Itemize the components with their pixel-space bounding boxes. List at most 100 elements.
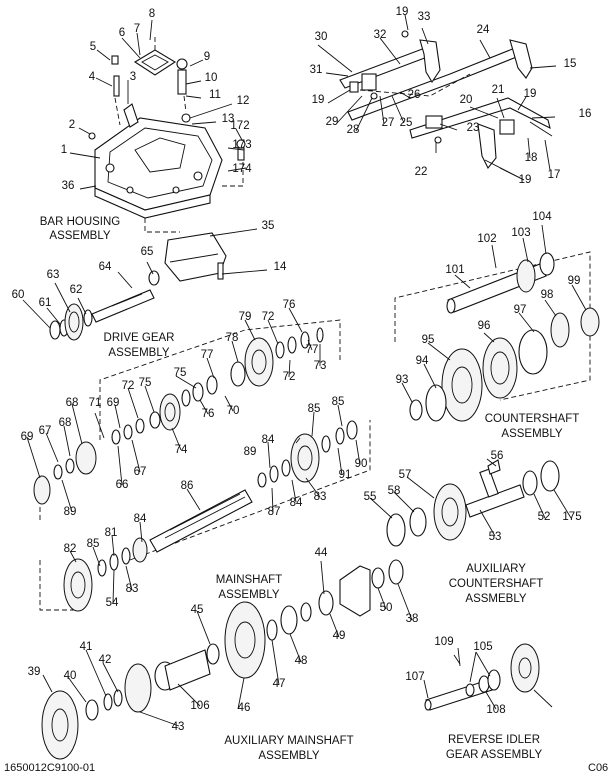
- callout-5: 5: [90, 41, 96, 53]
- callout-55: 55: [364, 491, 377, 503]
- callout-61: 61: [39, 297, 52, 309]
- callout-48: 48: [295, 655, 308, 667]
- callout-26: 26: [408, 89, 421, 101]
- callout-7: 7: [134, 23, 140, 35]
- callout-29: 29: [326, 116, 339, 128]
- callout-17: 17: [548, 169, 561, 181]
- callout-28: 28: [347, 124, 360, 136]
- drawing-number: 1650012C9100-01: [4, 762, 95, 774]
- callout-104: 104: [532, 211, 552, 223]
- callout-174: 174: [232, 163, 252, 175]
- callout-19: 19: [396, 6, 409, 18]
- callout-82: 82: [64, 543, 77, 555]
- caption-mainshaft-line1: MAINSHAFT: [216, 574, 282, 586]
- callout-85: 85: [308, 403, 321, 415]
- callout-20: 20: [460, 94, 473, 106]
- callout-9: 9: [204, 51, 210, 63]
- aux-countershaft-illustration: [386, 459, 560, 547]
- callout-102: 102: [477, 233, 496, 245]
- callout-45: 45: [191, 604, 204, 616]
- callout-30: 30: [315, 31, 328, 43]
- callout-96: 96: [478, 320, 491, 332]
- callout-13: 13: [222, 113, 235, 125]
- callout-69: 69: [21, 431, 34, 443]
- callout-109: 109: [434, 636, 453, 648]
- callout-33: 33: [418, 11, 431, 23]
- callout-12: 12: [237, 95, 250, 107]
- callout-101: 101: [445, 264, 464, 276]
- callout-74: 74: [175, 444, 188, 456]
- callout-16: 16: [579, 108, 592, 120]
- callout-68: 68: [66, 397, 79, 409]
- callout-72: 72: [262, 311, 275, 323]
- callout-72: 72: [283, 371, 296, 383]
- callout-76: 76: [283, 299, 296, 311]
- callout-173: 173: [232, 139, 251, 151]
- callout-93: 93: [396, 374, 409, 386]
- callout-56: 56: [491, 450, 504, 462]
- callout-65: 65: [141, 246, 154, 258]
- caption-drive-gear-line2: ASSEMBLY: [108, 347, 169, 359]
- callout-84: 84: [134, 513, 147, 525]
- callout-42: 42: [99, 654, 112, 666]
- caption-aux-countershaft-line3: ASSMEBLY: [465, 593, 526, 605]
- callout-49: 49: [333, 630, 346, 642]
- caption-aux-mainshaft-line2: ASSEMBLY: [258, 750, 319, 762]
- callout-81: 81: [105, 527, 118, 539]
- callout-41: 41: [80, 641, 93, 653]
- callout-107: 107: [405, 671, 424, 683]
- callout-50: 50: [380, 602, 393, 614]
- caption-bar-housing-line1: BAR HOUSING: [40, 216, 121, 228]
- callout-83: 83: [314, 491, 327, 503]
- callout-89: 89: [64, 506, 77, 518]
- aux-mainshaft-illustration: [41, 559, 404, 760]
- callout-97: 97: [514, 304, 527, 316]
- callout-3: 3: [130, 71, 136, 83]
- callout-172: 172: [230, 120, 249, 132]
- callout-85: 85: [332, 396, 345, 408]
- mainshaft-illustration: [33, 319, 371, 612]
- shift-rail-illustration: [339, 30, 553, 170]
- caption-reverse-idler-line1: REVERSE IDLER: [448, 734, 540, 746]
- callout-91: 91: [339, 469, 352, 481]
- callout-47: 47: [273, 678, 286, 690]
- callout-40: 40: [64, 670, 77, 682]
- callout-25: 25: [400, 117, 413, 129]
- callout-35: 35: [262, 220, 275, 232]
- callout-1: 1: [61, 144, 67, 156]
- callout-27: 27: [382, 117, 395, 129]
- callout-22: 22: [415, 166, 428, 178]
- callout-19: 19: [524, 88, 537, 100]
- callout-66: 66: [116, 479, 129, 491]
- callout-94: 94: [416, 355, 429, 367]
- callout-83: 83: [126, 583, 139, 595]
- callout-71: 71: [89, 397, 102, 409]
- callout-63: 63: [47, 269, 60, 281]
- callout-44: 44: [315, 547, 328, 559]
- caption-mainshaft-line2: ASSEMBLY: [218, 589, 279, 601]
- callout-46: 46: [238, 702, 251, 714]
- callout-38: 38: [406, 613, 419, 625]
- callout-32: 32: [374, 29, 387, 41]
- callout-36: 36: [62, 180, 75, 192]
- callout-19: 19: [519, 174, 532, 186]
- callout-31: 31: [310, 64, 323, 76]
- caption-reverse-idler-line2: GEAR ASSEMBLY: [446, 749, 543, 761]
- caption-drive-gear-line1: DRIVE GEAR: [104, 332, 175, 344]
- callout-67: 67: [134, 466, 147, 478]
- countershaft-illustration: [394, 251, 600, 422]
- callout-67: 67: [39, 425, 52, 437]
- callout-52: 52: [538, 511, 551, 523]
- callout-103: 103: [511, 227, 530, 239]
- leader-lines: [22, 14, 587, 727]
- callout-106: 106: [190, 700, 209, 712]
- callout-79: 79: [239, 311, 252, 323]
- callout-105: 105: [473, 641, 492, 653]
- callout-60: 60: [12, 289, 25, 301]
- assembly-captions: BAR HOUSING ASSEMBLY DRIVE GEAR ASSEMBLY…: [40, 216, 580, 762]
- caption-aux-countershaft-line2: COUNTERSHAFT: [449, 578, 544, 590]
- callout-53: 53: [489, 531, 502, 543]
- callout-2: 2: [69, 119, 75, 131]
